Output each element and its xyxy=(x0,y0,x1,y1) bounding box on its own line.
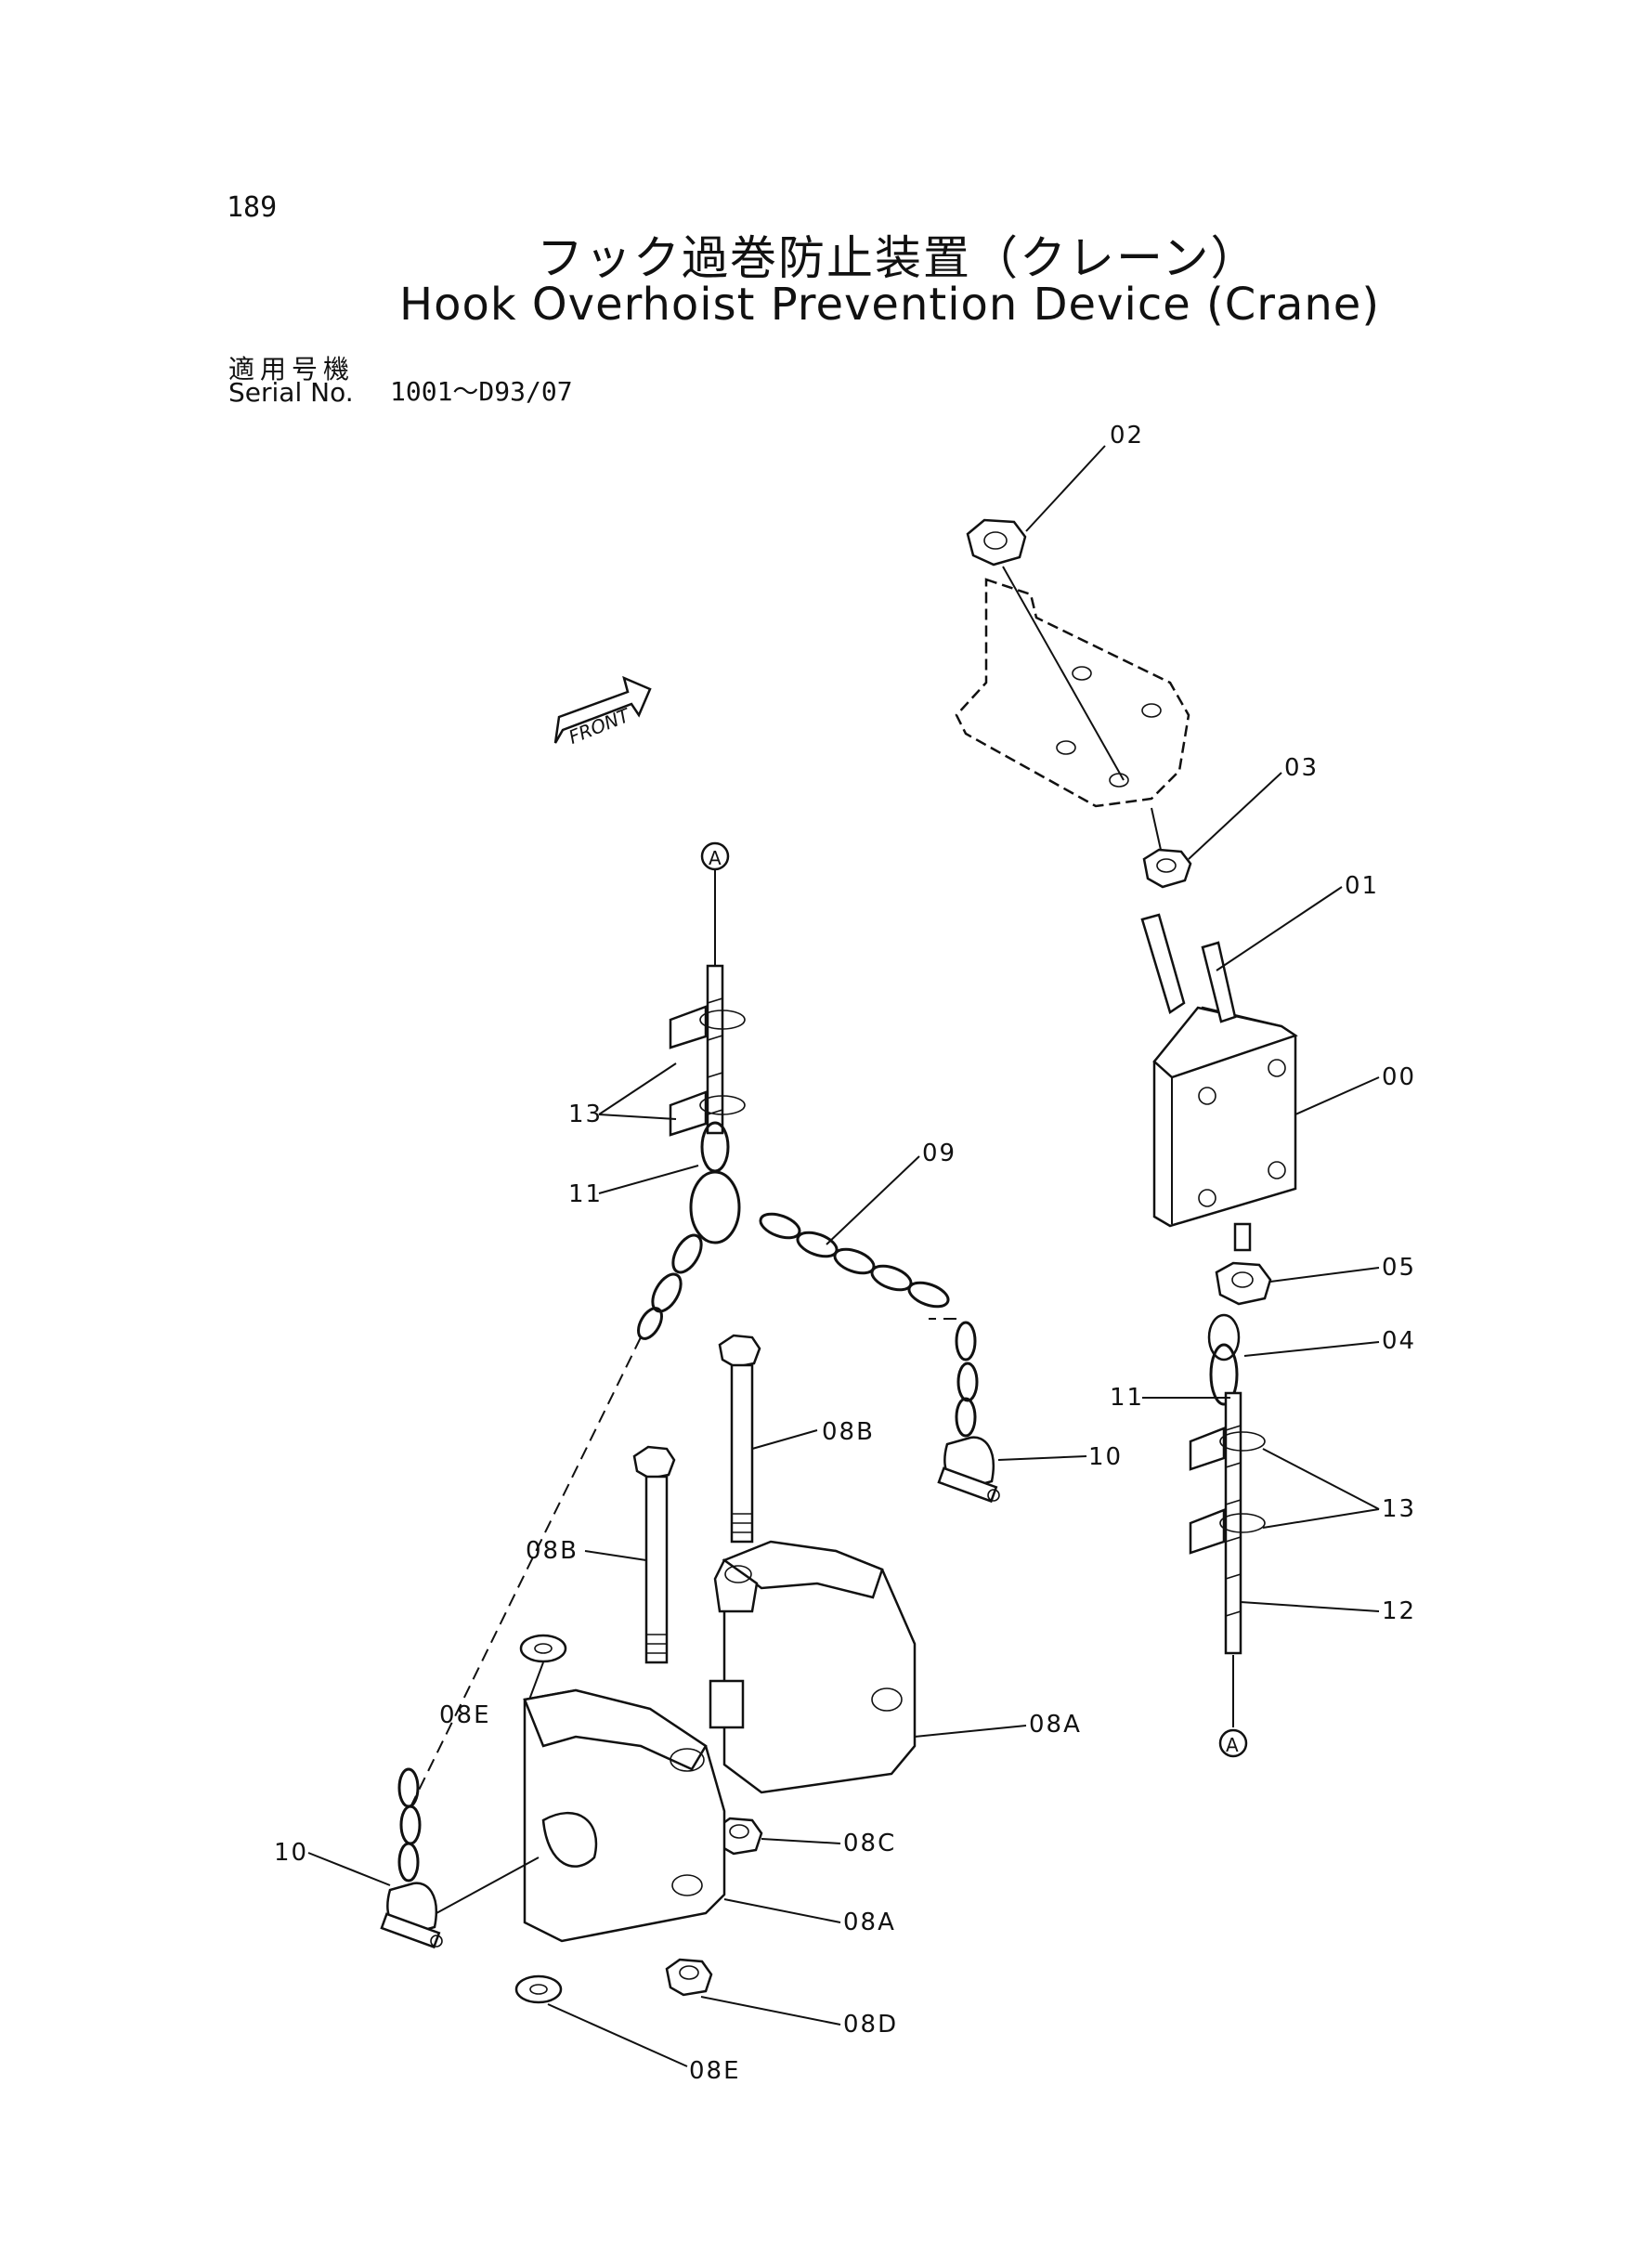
shackle-10-lower xyxy=(380,1767,443,1949)
callout-08a-upper: 08A xyxy=(1029,1711,1082,1739)
callout-02: 02 xyxy=(1110,422,1144,449)
front-direction-arrow: FRONT xyxy=(553,675,652,749)
rod-left xyxy=(706,964,724,1135)
washer-08e-lower xyxy=(514,1974,563,2004)
shackle-10-upper xyxy=(937,1436,1000,1504)
clamp-08a-lower xyxy=(523,1688,726,1943)
chain-09 xyxy=(637,1121,979,1438)
nut-03 xyxy=(1142,848,1192,889)
serial-number-range: 1001～D93/07 xyxy=(390,376,573,407)
callout-00: 00 xyxy=(1382,1063,1416,1091)
page-title-japanese: フック過巻防止装置（クレーン） xyxy=(537,231,1259,285)
callout-08c: 08C xyxy=(843,1830,896,1857)
mounting-bracket xyxy=(955,578,1190,808)
clips-13-left xyxy=(669,1005,746,1137)
reference-mark-a-top-text: A xyxy=(709,847,723,869)
callout-10-upper: 10 xyxy=(1088,1443,1123,1471)
page-number: 189 xyxy=(227,191,278,224)
callout-13-right: 13 xyxy=(1382,1495,1416,1523)
clamp-08a-upper xyxy=(709,1540,917,1794)
callout-09: 09 xyxy=(922,1140,956,1167)
callout-04: 04 xyxy=(1382,1327,1416,1355)
clips-13-right xyxy=(1189,1427,1266,1555)
callout-08b-lower: 08B xyxy=(526,1537,579,1565)
washer-08e-upper xyxy=(519,1634,567,1663)
serial-label-english: Serial No. xyxy=(228,377,354,408)
reference-mark-a-bottom-text: A xyxy=(1226,1734,1241,1756)
callout-03: 03 xyxy=(1284,754,1319,782)
bolt-08b-upper xyxy=(718,1334,761,1544)
eye-nut-04 xyxy=(1207,1313,1241,1406)
callout-11-right: 11 xyxy=(1110,1384,1144,1412)
callout-12: 12 xyxy=(1382,1597,1416,1625)
limit-switch-body-00 xyxy=(1140,913,1298,1252)
callout-08e-upper: 08E xyxy=(439,1701,491,1729)
callout-08d: 08D xyxy=(843,2011,898,2039)
callout-01: 01 xyxy=(1345,872,1379,900)
callout-08a-lower: 08A xyxy=(843,1909,896,1936)
callout-05: 05 xyxy=(1382,1254,1416,1282)
reference-mark-a-bottom xyxy=(1218,1728,1248,1758)
serial-label-japanese: 適用号機 xyxy=(228,354,356,384)
nut-02 xyxy=(966,518,1027,567)
callout-08b-upper: 08B xyxy=(822,1418,875,1446)
nut-08c xyxy=(715,1817,763,1856)
bolt-08b-lower xyxy=(632,1445,676,1664)
nut-05 xyxy=(1215,1261,1272,1306)
callout-10-lower: 10 xyxy=(274,1839,308,1867)
page-title-english: Hook Overhoist Prevention Device (Crane) xyxy=(399,279,1381,331)
nut-08d xyxy=(665,1958,713,1997)
rod-12 xyxy=(1224,1391,1242,1655)
callout-13-left: 13 xyxy=(568,1101,603,1128)
callout-11-left: 11 xyxy=(568,1180,603,1208)
callout-08e-lower: 08E xyxy=(689,2057,741,2085)
